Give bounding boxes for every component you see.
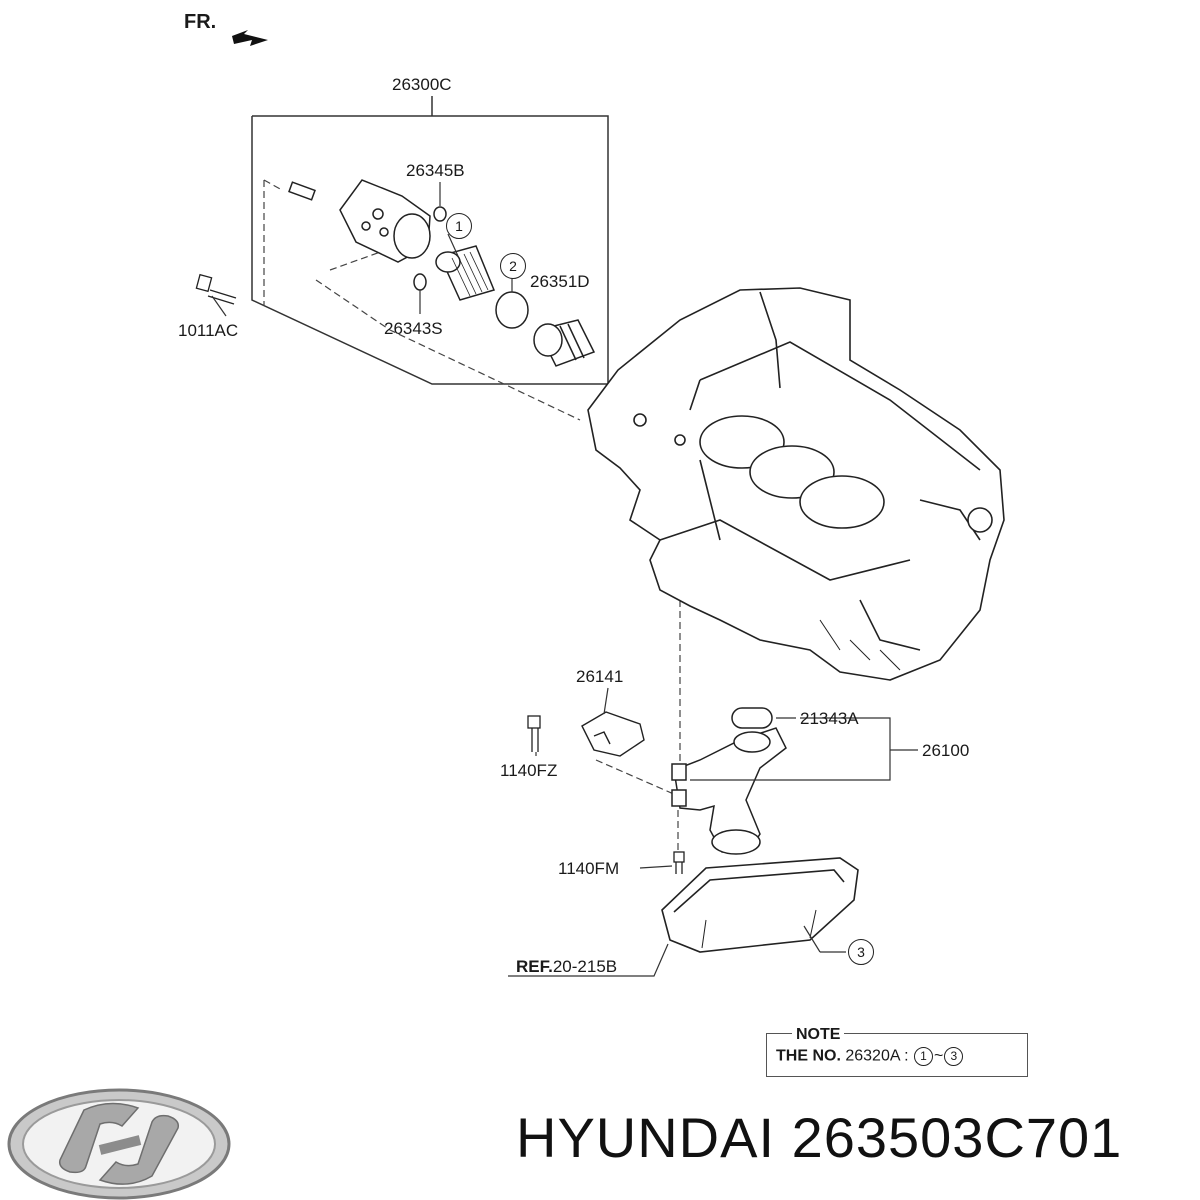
- part-label-21343a: 21343A: [800, 709, 859, 728]
- part-label-26100: 26100: [922, 741, 970, 760]
- note-range-start: 1: [913, 1047, 933, 1066]
- filter-cap: [533, 319, 596, 367]
- note-title: NOTE: [792, 1026, 845, 1044]
- part-label-26141: 26141: [576, 667, 624, 686]
- callout-2: 2: [500, 253, 526, 279]
- assembly-bracket: [251, 96, 609, 385]
- note-text: THE NO. 26320A : 1~3: [776, 1047, 964, 1066]
- oil-filter-housing: [288, 179, 431, 263]
- leader-lines: [211, 182, 918, 977]
- part-label-26343s: 26343S: [384, 319, 443, 338]
- part-label-1011ac: 1011AC: [178, 321, 239, 340]
- bolt-1140fm: [673, 851, 685, 874]
- part-label-26351d: 26351D: [530, 272, 590, 291]
- oil-pump: [671, 727, 787, 855]
- brand-caption: HYUNDAI 263503C701: [516, 1106, 1123, 1169]
- bolt-1140fz: [527, 715, 541, 752]
- oil-pan: [661, 857, 859, 953]
- note-range-end: 3: [944, 1047, 964, 1066]
- ref-label: REF.20-215B: [516, 957, 618, 976]
- callout-1: 1: [446, 213, 472, 239]
- part-label-1140fm: 1140FM: [558, 859, 620, 878]
- hyundai-logo-icon: [7, 1088, 231, 1200]
- front-direction-label: FR.: [184, 11, 217, 33]
- note-box: [766, 1033, 1028, 1077]
- bolt-1011ac: [195, 273, 237, 305]
- engine-block: [587, 287, 1005, 681]
- part-label-26300c: 26300C: [392, 75, 452, 94]
- oil-filter-element: [435, 245, 496, 301]
- front-arrow-icon: [232, 30, 268, 46]
- part-label-26345b: 26345B: [406, 161, 465, 180]
- callout-3: 3: [848, 939, 874, 965]
- gasket: [731, 707, 773, 729]
- oil-screen-cover: [581, 711, 645, 757]
- part-label-1140fz: 1140FZ: [500, 761, 558, 780]
